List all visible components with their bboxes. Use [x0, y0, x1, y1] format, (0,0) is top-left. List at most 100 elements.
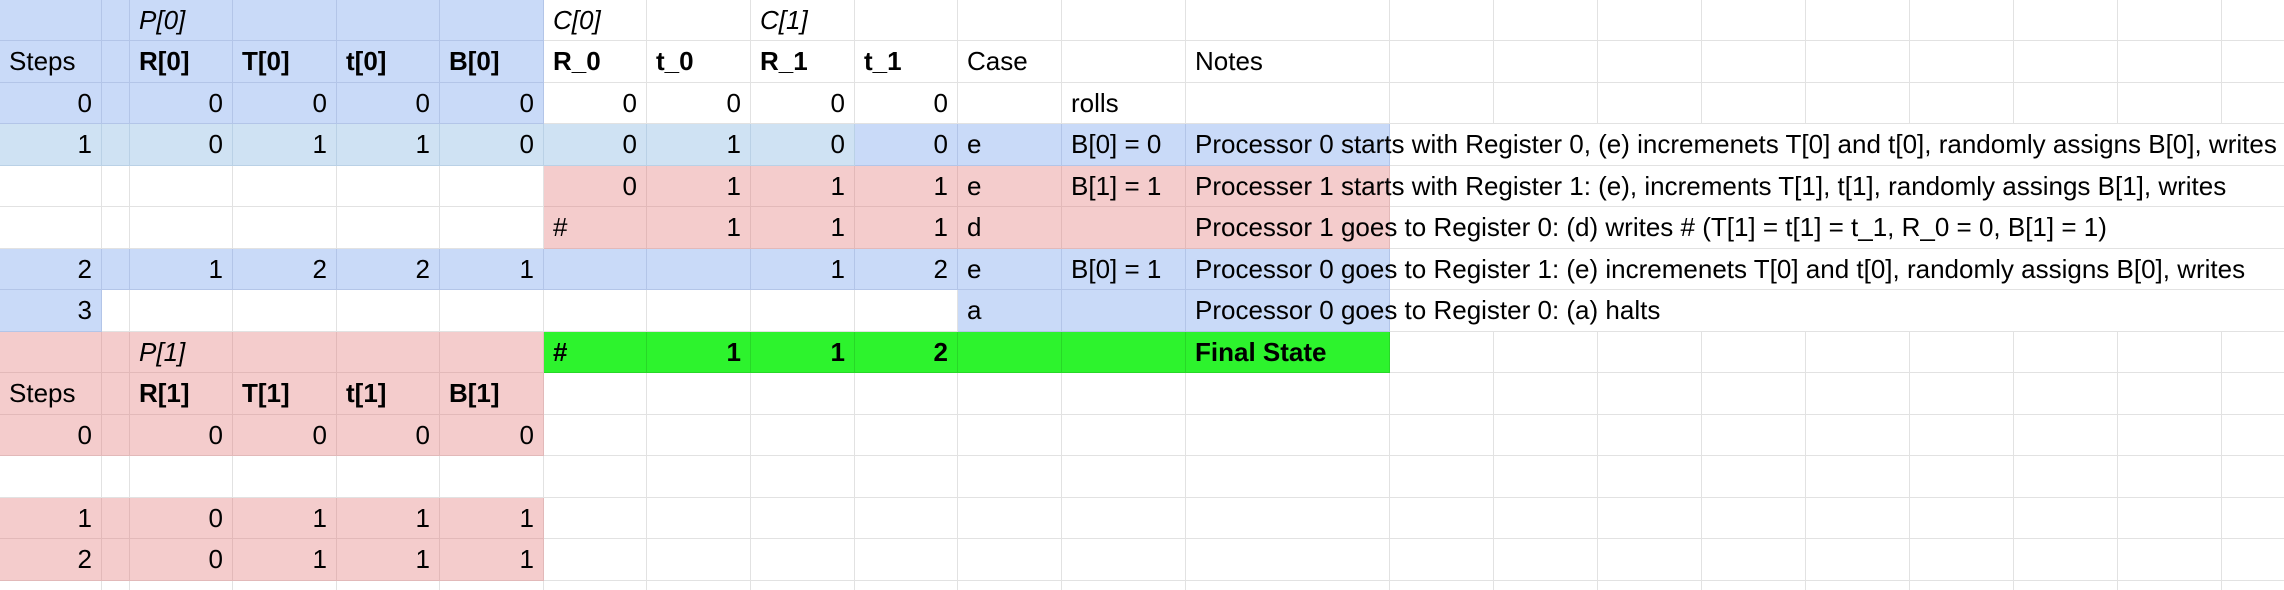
final-state-label[interactable]: Final State	[1186, 332, 1390, 373]
header-r1[interactable]: R[1]	[130, 373, 233, 415]
case-cell[interactable]	[958, 83, 1062, 124]
empty-cell[interactable]	[102, 498, 130, 539]
empty-cell[interactable]	[958, 0, 1062, 41]
cell[interactable]: 1	[440, 498, 544, 539]
note-cell[interactable]	[1186, 83, 1390, 124]
steps-header[interactable]: Steps	[0, 41, 102, 83]
empty-cell[interactable]	[102, 332, 130, 373]
empty-cell[interactable]	[855, 498, 958, 539]
empty-cell[interactable]	[440, 456, 544, 498]
empty-cell[interactable]	[337, 166, 440, 207]
empty-cell[interactable]	[102, 581, 130, 590]
cell[interactable]: 1	[440, 249, 544, 290]
empty-cell[interactable]	[1062, 0, 1186, 41]
header-B0[interactable]: B[0]	[440, 41, 544, 83]
empty-cell[interactable]	[102, 290, 130, 332]
empty-cell[interactable]	[751, 373, 855, 415]
empty-cell[interactable]	[958, 539, 1062, 581]
empty-cell[interactable]	[102, 373, 130, 415]
empty-cell[interactable]	[0, 456, 102, 498]
empty-cell[interactable]	[102, 207, 130, 249]
cell[interactable]: 0	[233, 83, 337, 124]
empty-cell[interactable]	[855, 290, 958, 332]
empty-cell[interactable]	[958, 415, 1062, 456]
cell[interactable]: #	[544, 207, 647, 249]
empty-cell[interactable]	[337, 332, 440, 373]
header-B1[interactable]: B[1]	[440, 373, 544, 415]
empty-cell[interactable]	[544, 249, 647, 290]
cell[interactable]: 1	[337, 498, 440, 539]
empty-cell[interactable]	[130, 207, 233, 249]
empty-cell[interactable]	[102, 539, 130, 581]
empty-cell[interactable]	[130, 456, 233, 498]
cell[interactable]: 1	[647, 207, 751, 249]
empty-cell[interactable]	[440, 332, 544, 373]
empty-cell[interactable]	[337, 207, 440, 249]
cell[interactable]: 0	[855, 124, 958, 166]
p1-table-title[interactable]: P[1]	[130, 332, 233, 373]
empty-cell[interactable]	[233, 0, 337, 41]
empty-cell[interactable]	[233, 581, 337, 590]
empty-cell[interactable]	[855, 581, 958, 590]
cell[interactable]: 0	[130, 539, 233, 581]
empty-cell[interactable]	[647, 456, 751, 498]
case-header[interactable]: Case	[958, 41, 1062, 83]
empty-cell[interactable]	[337, 290, 440, 332]
c0-table-title[interactable]: C[0]	[544, 0, 647, 41]
header-t0[interactable]: t[0]	[337, 41, 440, 83]
cell[interactable]: 0	[0, 83, 102, 124]
empty-cell[interactable]	[130, 290, 233, 332]
empty-cell[interactable]	[233, 456, 337, 498]
empty-cell[interactable]	[1062, 415, 1186, 456]
empty-cell[interactable]	[1062, 332, 1186, 373]
empty-cell[interactable]	[337, 0, 440, 41]
empty-cell[interactable]	[544, 539, 647, 581]
empty-cell[interactable]	[0, 166, 102, 207]
note-cell[interactable]: Processor 1 goes to Register 0: (d) writ…	[1186, 207, 2107, 249]
empty-cell[interactable]	[751, 498, 855, 539]
note-cell[interactable]: Processor 0 goes to Register 0: (a) halt…	[1186, 290, 1660, 332]
cell[interactable]: 0	[337, 83, 440, 124]
cell[interactable]: 2	[337, 249, 440, 290]
notes-header[interactable]: Notes	[1186, 41, 1390, 83]
empty-cell[interactable]	[751, 290, 855, 332]
cell[interactable]: 1	[855, 207, 958, 249]
empty-cell[interactable]	[233, 207, 337, 249]
cell[interactable]: B[0] = 0	[1062, 124, 1186, 166]
empty-cell[interactable]	[1062, 581, 1186, 590]
header-t1[interactable]: t[1]	[337, 373, 440, 415]
empty-cell[interactable]	[855, 415, 958, 456]
cell[interactable]: 0	[855, 83, 958, 124]
empty-cell[interactable]	[102, 0, 130, 41]
cell[interactable]: 0	[544, 124, 647, 166]
empty-cell[interactable]	[130, 166, 233, 207]
empty-cell[interactable]	[958, 456, 1062, 498]
note-cell[interactable]: Processer 1 starts with Register 1: (e),…	[1186, 166, 2226, 207]
cell[interactable]: 1	[130, 249, 233, 290]
header-R_0[interactable]: R_0	[544, 41, 647, 83]
empty-cell[interactable]	[751, 539, 855, 581]
header-t_0[interactable]: t_0	[647, 41, 751, 83]
header-T1[interactable]: T[1]	[233, 373, 337, 415]
cell[interactable]: 1	[337, 124, 440, 166]
cell[interactable]: 0	[440, 83, 544, 124]
empty-cell[interactable]	[647, 249, 751, 290]
empty-cell[interactable]	[1186, 373, 1390, 415]
empty-cell[interactable]	[958, 332, 1062, 373]
empty-cell[interactable]	[751, 415, 855, 456]
cell[interactable]: 0	[0, 415, 102, 456]
empty-cell[interactable]	[233, 332, 337, 373]
empty-cell[interactable]	[1062, 498, 1186, 539]
empty-cell[interactable]	[1062, 41, 1186, 83]
cell[interactable]: 1	[0, 124, 102, 166]
cell[interactable]: B[1] = 1	[1062, 166, 1186, 207]
cell[interactable]: 1	[647, 166, 751, 207]
cell[interactable]: 0	[130, 498, 233, 539]
cell[interactable]: 1	[233, 539, 337, 581]
empty-cell[interactable]	[958, 581, 1062, 590]
empty-cell[interactable]	[102, 41, 130, 83]
cell[interactable]: 0	[130, 83, 233, 124]
empty-cell[interactable]	[1062, 207, 1186, 249]
cell[interactable]: 0	[751, 124, 855, 166]
empty-cell[interactable]	[958, 373, 1062, 415]
